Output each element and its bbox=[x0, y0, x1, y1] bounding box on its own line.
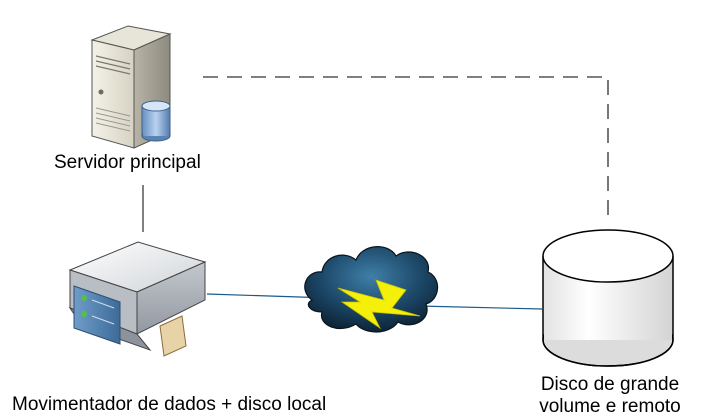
link-cloud-to-disk bbox=[417, 305, 543, 310]
disk-cylinder-icon bbox=[542, 229, 674, 367]
main-server-label: Servidor principal bbox=[54, 152, 201, 173]
data-mover-label: Movimentador de dados + disco local bbox=[12, 394, 327, 415]
storm-cloud-lightning-icon bbox=[304, 246, 439, 333]
rack-server-icon bbox=[68, 241, 207, 357]
remote-disk-label-line2: volume e remoto bbox=[539, 396, 681, 417]
dashed-connector-server-to-disk bbox=[203, 76, 609, 224]
remote-disk-label-line1: Disco de grande bbox=[540, 374, 680, 395]
server-tower-with-database-icon bbox=[90, 25, 172, 149]
